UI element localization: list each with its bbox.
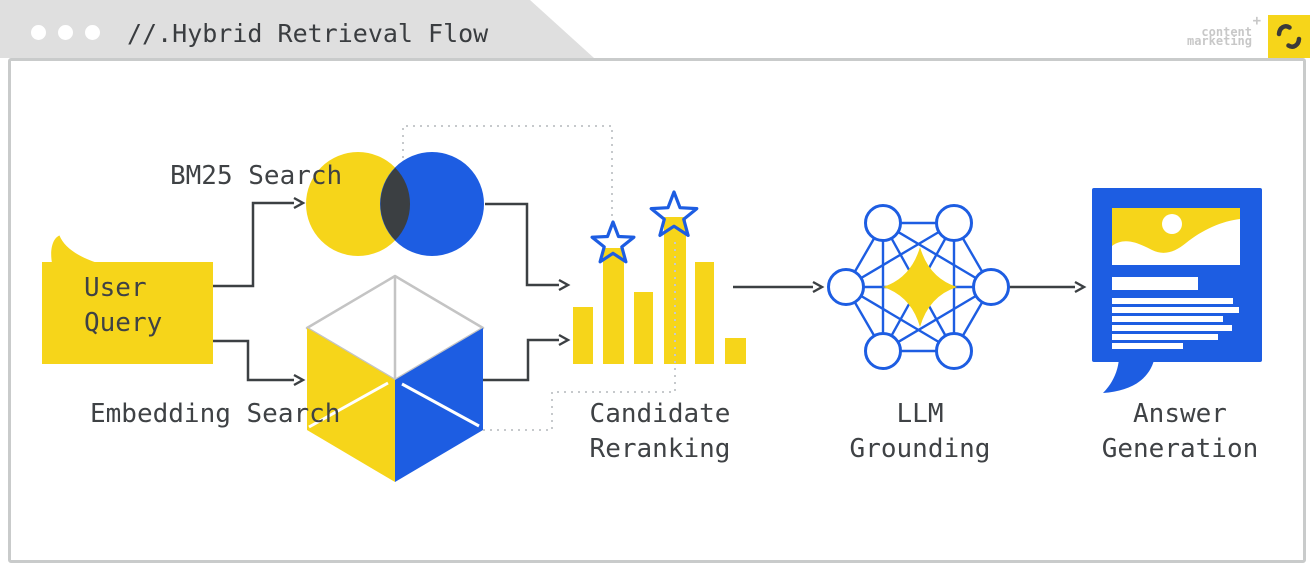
bar <box>573 307 593 364</box>
user-query-line2: Query <box>84 308 163 338</box>
sparkle-icon <box>883 247 957 327</box>
window-title: //.Hybrid Retrieval Flow <box>127 19 489 48</box>
window-dot-icon <box>58 25 73 40</box>
bar <box>603 248 624 364</box>
text-line <box>1112 334 1218 340</box>
user-query-line1: User <box>84 273 147 303</box>
network-node <box>935 332 973 370</box>
connector-arrows <box>213 196 1087 387</box>
text-line <box>1112 298 1233 304</box>
window-titlebar: //.Hybrid Retrieval Flow <box>0 0 594 58</box>
network-node <box>972 268 1010 306</box>
answer-line1: Answer <box>1133 399 1227 429</box>
llm-grounding-label: LLM Grounding <box>807 397 1033 467</box>
wave-icon <box>1112 219 1240 265</box>
brand-logo-icon <box>1268 15 1310 58</box>
arrow-embedding-rerank <box>483 333 571 382</box>
text-line <box>1112 343 1183 349</box>
star-icon <box>592 222 634 262</box>
sun-icon <box>1162 214 1182 234</box>
user-query-icon <box>42 235 213 364</box>
bar <box>634 292 653 364</box>
embedding-search-label: Embedding Search <box>90 399 341 429</box>
bm25-venn-icon <box>306 152 484 256</box>
brand-line2: marketing <box>1186 34 1252 48</box>
window-dot-icon <box>85 25 100 40</box>
arrow-bm25-rerank <box>485 202 571 292</box>
llm-line1: LLM <box>896 399 944 429</box>
llm-network-icon <box>827 204 1010 370</box>
llm-line2: Grounding <box>849 434 991 464</box>
answer-doc-icon <box>1092 188 1262 393</box>
text-line <box>1112 325 1232 331</box>
answer-line2: Generation <box>1101 434 1259 464</box>
bar <box>664 217 686 364</box>
bm25-search-label: BM25 Search <box>170 161 343 191</box>
brand-line1: content <box>1201 25 1252 39</box>
rerank-line1: Candidate <box>589 399 731 429</box>
dotted-link-embedding-candidate <box>483 240 676 431</box>
arrow-userquery-embedding <box>213 339 306 387</box>
speech-tail-icon <box>51 235 98 263</box>
text-line <box>1112 316 1223 322</box>
network-node <box>935 204 973 242</box>
arrow-userquery-bm25 <box>213 196 306 288</box>
dotted-link-bm25-candidate <box>402 125 613 218</box>
star-outline-icon <box>649 190 699 237</box>
canvas-panel <box>8 58 1306 563</box>
star-outline-icon <box>590 220 636 264</box>
embedding-cube-icon <box>305 274 485 482</box>
network-node <box>864 204 902 242</box>
star-icon <box>651 192 697 236</box>
rerank-line2: Reranking <box>589 434 731 464</box>
window-traffic-dots <box>31 25 100 40</box>
window-dot-icon <box>31 25 46 40</box>
network-node <box>827 268 865 306</box>
brand-plus-icon: + <box>1252 13 1261 29</box>
bar <box>725 338 746 364</box>
reranking-bars-icon <box>483 190 746 431</box>
network-node <box>864 332 902 370</box>
bubble-tail-icon <box>1103 356 1155 393</box>
bar <box>695 262 714 364</box>
text-line <box>1112 307 1239 313</box>
text-heading-bar <box>1112 277 1198 290</box>
